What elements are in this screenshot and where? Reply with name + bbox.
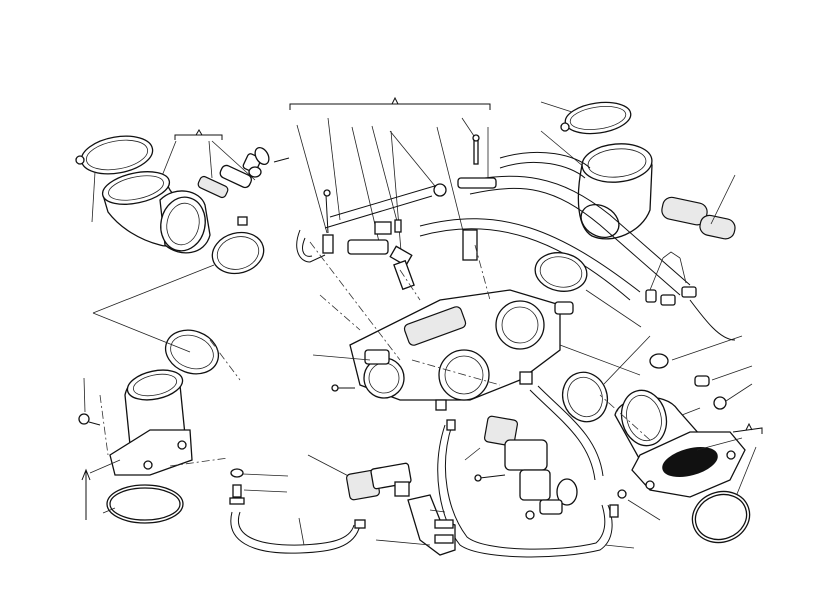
small-fittings-right [645, 251, 753, 410]
lower-hoses [230, 385, 613, 558]
throttle-body-assembly [331, 289, 574, 411]
top-group-bracket [289, 96, 491, 110]
leader-lines-center [309, 241, 641, 386]
lower-small-parts [229, 454, 456, 556]
idle-control-unit [446, 415, 578, 520]
leader-lines-top [296, 117, 489, 276]
gasket-flange [197, 175, 229, 199]
upper-right-intake-assembly [540, 101, 736, 240]
lower-right-intake-assembly [599, 389, 763, 549]
hose-clamp-upper-left-2 [211, 231, 265, 275]
right-clamp-ring [534, 252, 651, 423]
upper-left-intake-assembly [75, 135, 290, 275]
air-filter-elements [661, 196, 736, 240]
intake-flange-lower-left [109, 429, 193, 476]
hose-clamp-upper-right [564, 101, 632, 135]
fuel-injectors-and-fittings [322, 134, 497, 291]
lower-left-intake-assembly [78, 264, 241, 524]
